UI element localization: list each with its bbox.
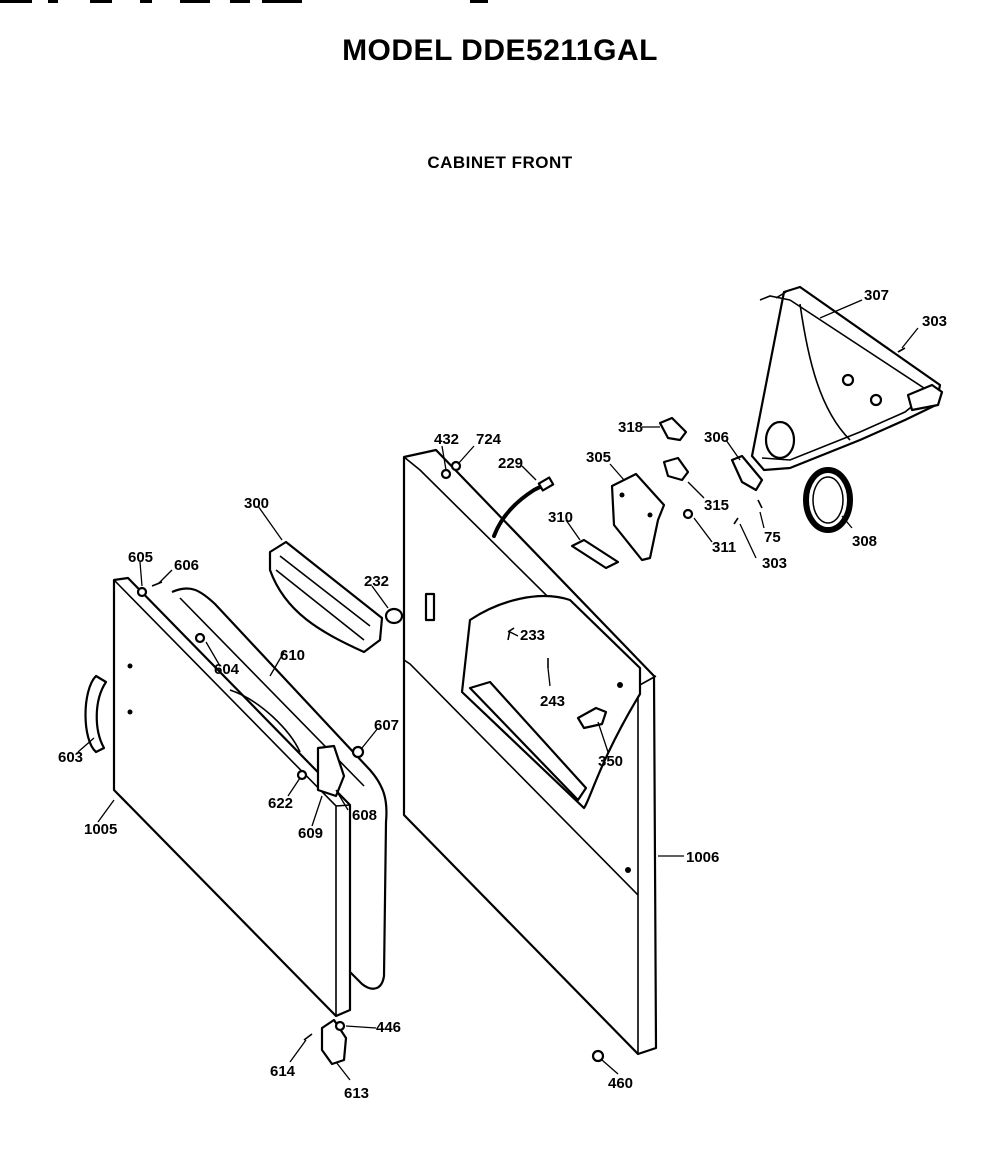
ring-part-308 <box>803 467 853 533</box>
scan-artifact-marks <box>0 0 488 3</box>
callout-613: 613 <box>344 1085 369 1102</box>
duct-bracket-part <box>750 285 944 472</box>
screw-303-mid <box>733 517 739 525</box>
callout-310: 310 <box>548 509 573 526</box>
callout-610: 610 <box>280 647 305 664</box>
callout-315: 315 <box>704 497 729 514</box>
callout-604: 604 <box>214 661 240 678</box>
callout-305: 305 <box>586 449 611 466</box>
callout-603: 603 <box>58 749 83 766</box>
leader-lines <box>77 299 919 1081</box>
clip-part-318 <box>658 416 688 442</box>
callout-307: 307 <box>864 287 889 304</box>
foot-part-460 <box>591 1049 605 1063</box>
part-604 <box>194 632 206 644</box>
callout-308: 308 <box>852 533 877 550</box>
part-614 <box>303 1033 313 1041</box>
callout-608: 608 <box>352 807 377 824</box>
callout-432: 432 <box>434 431 459 448</box>
nut-part-232 <box>384 607 404 625</box>
callout-614: 614 <box>270 1063 296 1080</box>
bracket-part-306 <box>730 454 764 492</box>
callout-243: 243 <box>540 693 565 710</box>
callout-311: 311 <box>712 539 736 556</box>
callout-229: 229 <box>498 455 523 472</box>
callout-606: 606 <box>174 557 199 574</box>
handle-part-603 <box>84 674 108 754</box>
callout-labels: 307 303 318 306 432 724 229 305 315 75 3… <box>58 287 947 1102</box>
plate-part-305 <box>610 472 666 562</box>
callout-605: 605 <box>128 549 153 566</box>
callout-318: 318 <box>618 419 643 436</box>
callout-460: 460 <box>608 1075 633 1092</box>
door-panel-part-1005 <box>112 576 388 1018</box>
callout-446: 446 <box>376 1019 401 1036</box>
callout-306: 306 <box>704 429 729 446</box>
nut-part-311 <box>682 508 694 520</box>
plate-part-310 <box>570 538 620 570</box>
front-panel-part-1006 <box>402 448 658 1056</box>
callout-300: 300 <box>244 495 269 512</box>
part-233 <box>507 627 515 641</box>
part-606 <box>151 581 163 587</box>
part-432 <box>440 468 452 480</box>
lint-trap-part-300 <box>268 540 384 654</box>
callout-350: 350 <box>598 753 623 770</box>
callout-1006: 1006 <box>686 849 719 866</box>
clip-part-315 <box>662 456 690 482</box>
callout-303-mid: 303 <box>762 555 787 572</box>
screw-75 <box>757 499 763 509</box>
screw-303-top <box>897 347 906 353</box>
callout-609: 609 <box>298 825 323 842</box>
callout-75: 75 <box>764 529 781 546</box>
callout-607: 607 <box>374 717 399 734</box>
part-446 <box>334 1020 346 1032</box>
callout-1005: 1005 <box>84 821 117 838</box>
diagram-subtitle: CABINET FRONT <box>427 153 573 172</box>
wire-harness-part-229 <box>492 476 555 538</box>
callout-622: 622 <box>268 795 293 812</box>
callout-303-top: 303 <box>922 313 947 330</box>
callout-233: 233 <box>520 627 545 644</box>
diagram-title: MODEL DDE5211GAL <box>342 34 658 67</box>
part-607 <box>351 745 365 759</box>
callout-724: 724 <box>476 431 502 448</box>
part-605 <box>136 586 148 598</box>
callout-232: 232 <box>364 573 389 590</box>
